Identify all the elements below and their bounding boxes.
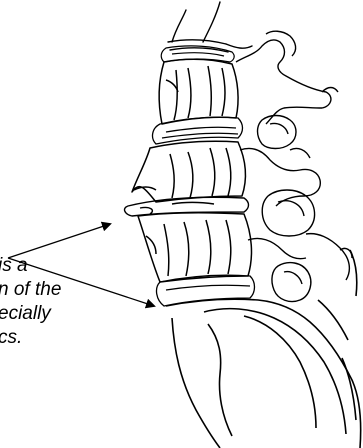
caption-line-2: n of the xyxy=(0,278,198,302)
intervertebral-disc-2 xyxy=(153,117,243,144)
caption-line-4: cs. xyxy=(0,326,198,350)
posterior-elements-upper xyxy=(236,31,338,124)
upper-pointer-arrow xyxy=(8,224,110,258)
facet-joint-2 xyxy=(262,190,314,236)
caption-line-3: ecially xyxy=(0,302,198,326)
caption-text: is a n of the ecially cs. xyxy=(0,254,198,350)
caption-line-1: is a xyxy=(0,254,198,278)
posterior-elements-lower xyxy=(248,234,352,280)
facet-joint-1 xyxy=(258,116,297,149)
top-vertebra xyxy=(168,2,252,52)
facet-joint-3 xyxy=(272,263,311,302)
vertebra-body-3 xyxy=(132,141,245,202)
vertebra-body-2 xyxy=(159,59,238,124)
